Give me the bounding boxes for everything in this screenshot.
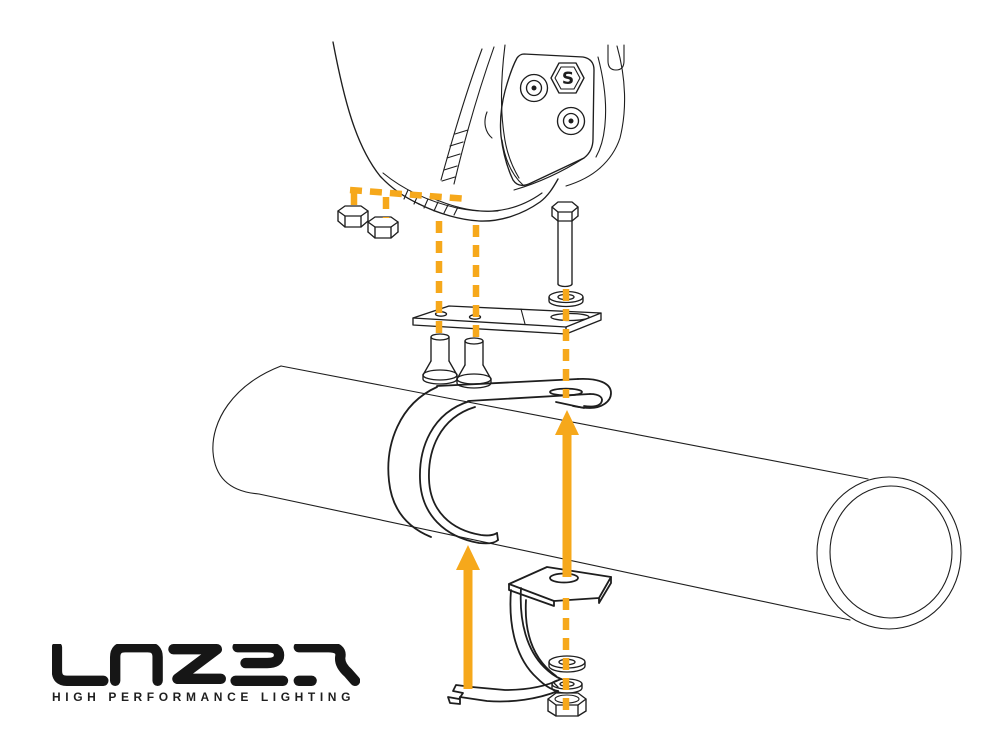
upper-clamp-back-edge [387, 386, 438, 538]
hex-bolt [551, 201, 579, 288]
assembly-arrows [456, 410, 579, 689]
lamp-housing: S [332, 41, 626, 222]
alignment-guides [349, 186, 570, 714]
bolt-shaft [557, 220, 573, 285]
bolt-head-top [551, 201, 579, 213]
lamp-fin-rail-b [453, 46, 495, 185]
lamp-screw-top [519, 73, 549, 103]
lower-clamp-back-edge [524, 599, 557, 677]
lower-clamp-flange [508, 566, 612, 602]
spring-split [552, 681, 559, 688]
lamp-right-wing-base [565, 167, 601, 187]
upper-clamp [387, 378, 612, 545]
upper-clamp-flange-lip [555, 401, 585, 409]
lower-clamp-toe-top [471, 678, 562, 691]
screw-center-dot [568, 118, 574, 124]
upper-clamp-flange-back [436, 378, 579, 387]
lamp-badge-letter: S [562, 69, 574, 89]
countersunk-screw-1 [422, 333, 458, 385]
upper-clamp-inner [428, 406, 498, 537]
lamp-top-tab [607, 44, 625, 71]
upper-clamp-flange-tip-inner [583, 393, 603, 408]
tube-top-edge [280, 365, 869, 480]
assembly-arrow-up-left [456, 545, 480, 689]
tube-open-end-inner [829, 485, 953, 619]
upper-clamp-end-face [496, 532, 499, 541]
lamp-foot-bottom [418, 178, 559, 222]
letter-z [168, 644, 226, 685]
letter-r [293, 644, 360, 686]
lower-clamp-hook-bottom [459, 690, 559, 703]
lamp-face-plate [499, 53, 595, 187]
line-art: S [212, 41, 962, 717]
lazer-wordmark [52, 644, 360, 686]
hex-nut-1 [337, 205, 369, 228]
lamp-badge-hex: S [550, 62, 585, 94]
lamp-chin-line-2 [501, 139, 524, 186]
lamp-fin-rail-a [440, 48, 483, 181]
cooling-fins [441, 129, 469, 182]
letter-e-top [232, 644, 285, 669]
brand-logo: HIGH PERFORMANCE LIGHTING [52, 644, 360, 704]
wordmark-letters [52, 644, 360, 686]
lamp-hinge-boss [484, 111, 493, 139]
lower-clamp-toe-serration [447, 684, 473, 705]
upper-clamp-outer [419, 400, 499, 545]
lamp-chin-line-1 [513, 157, 585, 191]
plate-seam [520, 308, 526, 325]
letter-l [52, 644, 109, 686]
lamp-body-edge [500, 44, 520, 179]
assembly-arrow-up-center [555, 410, 579, 577]
hex-nut-2 [367, 216, 399, 239]
bolt-tip [557, 283, 573, 288]
mounting-tube [212, 365, 962, 630]
plate-slot [550, 312, 590, 322]
lamp-left-rim [332, 41, 420, 205]
lower-clamp-flange-thickness [508, 576, 612, 607]
screw-head [456, 373, 492, 385]
lamp-right-wing-outer [599, 45, 626, 169]
screw-head [422, 369, 458, 381]
lamp-screw-bottom [556, 106, 586, 136]
screw-center-dot [531, 85, 537, 91]
brand-tagline: HIGH PERFORMANCE LIGHTING [52, 690, 355, 704]
letter-a [109, 644, 163, 686]
lamp-right-wing-inner [595, 56, 607, 158]
guide-dash-horizontal [349, 186, 469, 203]
countersunk-screw-2 [456, 337, 492, 389]
tube-left-cap [212, 365, 282, 495]
tube-open-end-outer [816, 476, 962, 630]
tube-bottom-edge [258, 493, 851, 621]
